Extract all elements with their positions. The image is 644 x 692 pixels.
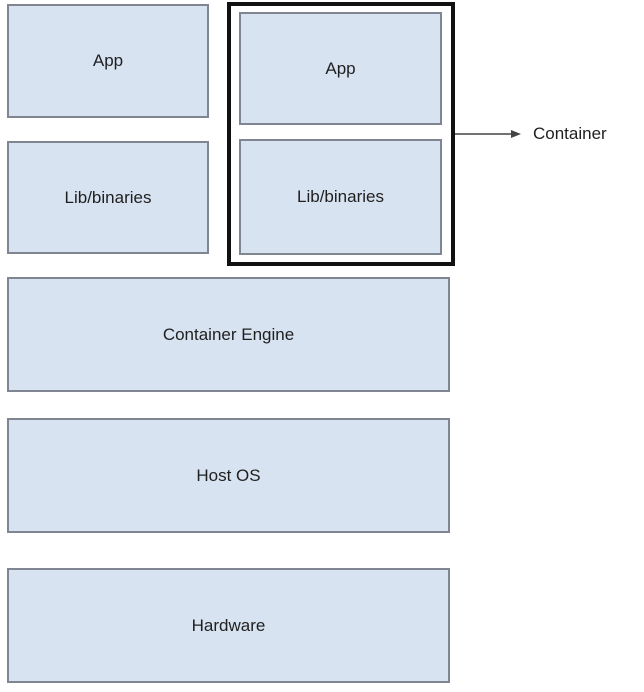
layer-hardware: Hardware	[7, 568, 450, 683]
container-group-frame: App Lib/binaries	[227, 2, 455, 266]
host-lib-binaries-box: Lib/binaries	[7, 141, 209, 254]
host-lib-binaries-label: Lib/binaries	[64, 187, 152, 207]
container-lib-binaries-box: Lib/binaries	[239, 139, 442, 255]
container-callout-arrow	[455, 130, 521, 138]
container-lib-binaries-label: Lib/binaries	[297, 187, 384, 206]
host-app-box: App	[7, 4, 209, 118]
host-app-label: App	[92, 51, 124, 70]
layer-host-os: Host OS	[7, 418, 450, 533]
arrowhead-icon	[511, 130, 521, 138]
layer-container-engine-label: Container Engine	[162, 324, 295, 344]
layer-host-os-label: Host OS	[196, 465, 261, 485]
container-app-box: App	[239, 12, 442, 125]
layer-container-engine: Container Engine	[7, 277, 450, 392]
container-callout-label: Container	[533, 124, 607, 143]
layer-hardware-label: Hardware	[191, 615, 266, 635]
container-app-label: App	[325, 58, 356, 78]
